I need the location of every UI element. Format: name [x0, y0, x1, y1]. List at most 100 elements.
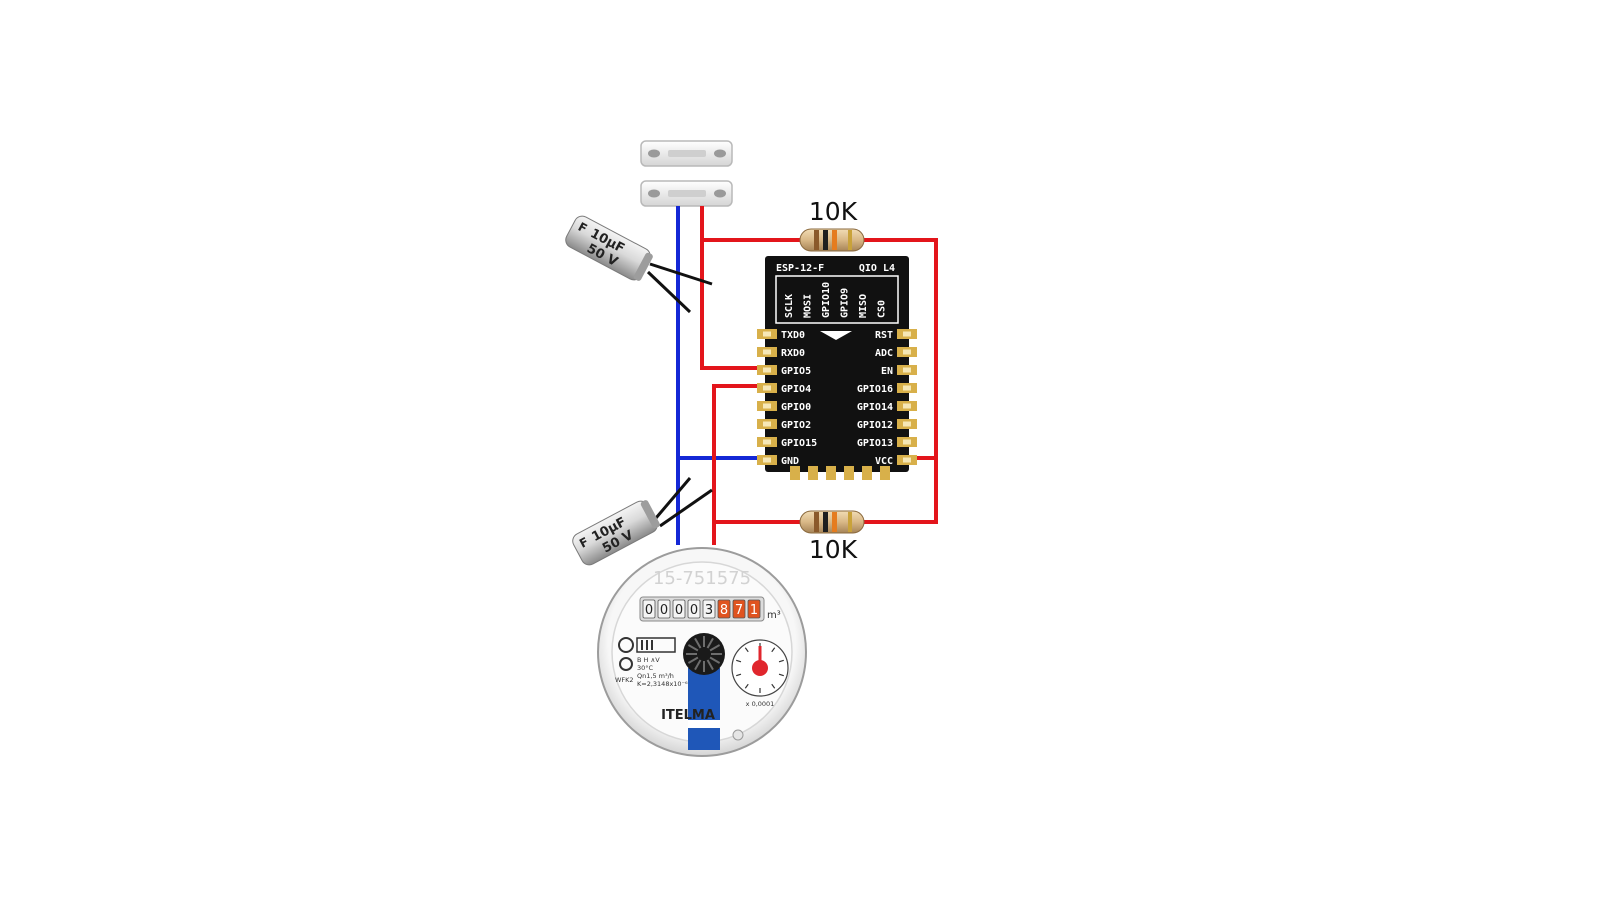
esp-top-pin-label: SCLK	[784, 294, 795, 318]
esp-pad-hole	[763, 385, 771, 391]
esp-pin-label-adc: ADC	[875, 348, 893, 359]
esp-bottom-pad	[790, 466, 800, 480]
esp-module: ESP-12-F QIO L4 SCLK MOSI GPIO10 GPIO9 MISO C…	[757, 256, 917, 480]
meter-serial: 15-751575	[653, 568, 751, 589]
capacitor-top: F 10µF 50 V	[565, 215, 653, 281]
meter-digit-cell	[717, 599, 731, 619]
dial-tick	[778, 659, 784, 663]
meter-spec-2: 30°C	[637, 664, 654, 672]
dial-tick	[736, 659, 742, 663]
esp-pad-hole	[763, 403, 771, 409]
esp-pin-label-gpio2: GPIO2	[781, 420, 811, 431]
esp-pin-label-gpio16: GPIO16	[857, 384, 893, 395]
esp-top-pin-label: GPIO10	[821, 282, 832, 318]
meter-digit-cell	[687, 599, 701, 619]
esp-pin-label-rxd0: RXD0	[781, 348, 805, 359]
esp-pad-hole	[763, 349, 771, 355]
esp-top-pin-label: CS0	[877, 300, 888, 318]
esp-pad-hole	[903, 403, 911, 409]
meter-screw	[732, 729, 744, 741]
meter-cert-mark-2	[619, 657, 633, 671]
esp-pad-hole	[763, 331, 771, 337]
esp-pad-hole	[903, 367, 911, 373]
esp-top-pin-label: GPIO9	[840, 288, 851, 318]
meter-digit: 1	[750, 603, 758, 618]
esp-pin-label-gpio14: GPIO14	[857, 402, 893, 413]
esp-bottom-pad	[880, 466, 890, 480]
resistor-top: 10K	[799, 197, 865, 252]
esp-bottom-pads	[790, 466, 890, 480]
esp-pad-hole	[903, 439, 911, 445]
cap1-lead-b	[646, 270, 692, 314]
meter-digit: 0	[660, 603, 668, 618]
meter-digit-cell	[657, 599, 671, 619]
esp-pad-hole	[763, 421, 771, 427]
meter-digit: 0	[645, 603, 653, 618]
esp-pin-label-en: EN	[881, 366, 893, 377]
esp-pin-label-vcc: VCC	[875, 456, 893, 467]
cap1-lead-a	[649, 262, 713, 286]
star-wheel-tooth	[694, 659, 702, 671]
capacitor-bottom: F 10µF 50 V	[572, 500, 660, 566]
reed-magnet	[640, 140, 733, 167]
esp-pin-label-gpio12: GPIO12	[857, 420, 893, 431]
esp-pad-hole	[763, 457, 771, 463]
esp-pin-label-gnd: GND	[781, 456, 799, 467]
dial-tick	[778, 673, 784, 677]
meter-digit: 0	[690, 603, 698, 618]
wires	[646, 206, 938, 545]
wire-bottom-pullup	[714, 458, 938, 524]
meter-blue-stripe	[688, 668, 720, 750]
meter-digit-cell	[672, 599, 686, 619]
star-wheel-tooth	[706, 659, 714, 671]
meter-digit: 3	[705, 603, 713, 618]
meter-dial-multiplier: x 0,0001	[746, 700, 775, 708]
meter-unit: m³	[767, 610, 781, 621]
esp-pin-label-rst: RST	[875, 330, 893, 341]
esp-pad-hole	[903, 421, 911, 427]
esp-pin-label-gpio13: GPIO13	[857, 438, 893, 449]
esp-module-tag: QIO L4	[859, 263, 895, 274]
resistor-top-label: 10K	[809, 197, 858, 226]
esp-pin-label-gpio15: GPIO15	[781, 438, 817, 449]
star-wheel-tooth	[709, 644, 721, 652]
star-wheel-tooth	[687, 644, 699, 652]
reed-switch	[640, 180, 733, 207]
esp-antenna-marker	[820, 331, 852, 340]
esp-pad-hole	[903, 349, 911, 355]
meter-star-wheel	[683, 633, 725, 675]
esp-bottom-pad	[808, 466, 818, 480]
esp-bottom-pad	[826, 466, 836, 480]
esp-pin-label-gpio0: GPIO0	[781, 402, 811, 413]
meter-brand: ITELMA	[661, 708, 715, 723]
meter-spec-4: K=2,3148x10⁻⁶	[637, 680, 688, 688]
meter-spec-1: В Н ∧V	[637, 656, 660, 664]
esp-top-pin-box	[775, 275, 899, 324]
esp-module-name: ESP-12-F	[776, 263, 824, 274]
meter-digit-cell	[702, 599, 716, 619]
dial-tick	[736, 673, 742, 677]
esp-top-pin-label: MISO	[858, 294, 869, 318]
esp-top-pin-labels: SCLK MOSI GPIO10 GPIO9 MISO CS0	[784, 282, 888, 318]
reed-sensor	[640, 140, 733, 207]
star-wheel-tooth	[687, 656, 699, 664]
esp-pad-hole	[763, 439, 771, 445]
meter-digit: 7	[735, 603, 743, 618]
esp-pad-hole	[903, 385, 911, 391]
cap2-lead-b	[659, 488, 713, 528]
resistor-bottom-label: 10K	[809, 535, 858, 564]
esp-top-pin-label: MOSI	[803, 294, 814, 318]
esp-pad-hole	[903, 331, 911, 337]
star-wheel-tooth	[709, 656, 721, 664]
esp-pin-label-gpio4: GPIO4	[781, 384, 811, 395]
meter-barcode	[636, 637, 676, 653]
esp-pin-label-gpio5: GPIO5	[781, 366, 811, 377]
wire-meter-to-gpio4	[712, 384, 765, 545]
dial-tick	[771, 683, 776, 689]
meter-digit-cell	[732, 599, 746, 619]
dial-tick	[744, 683, 749, 689]
